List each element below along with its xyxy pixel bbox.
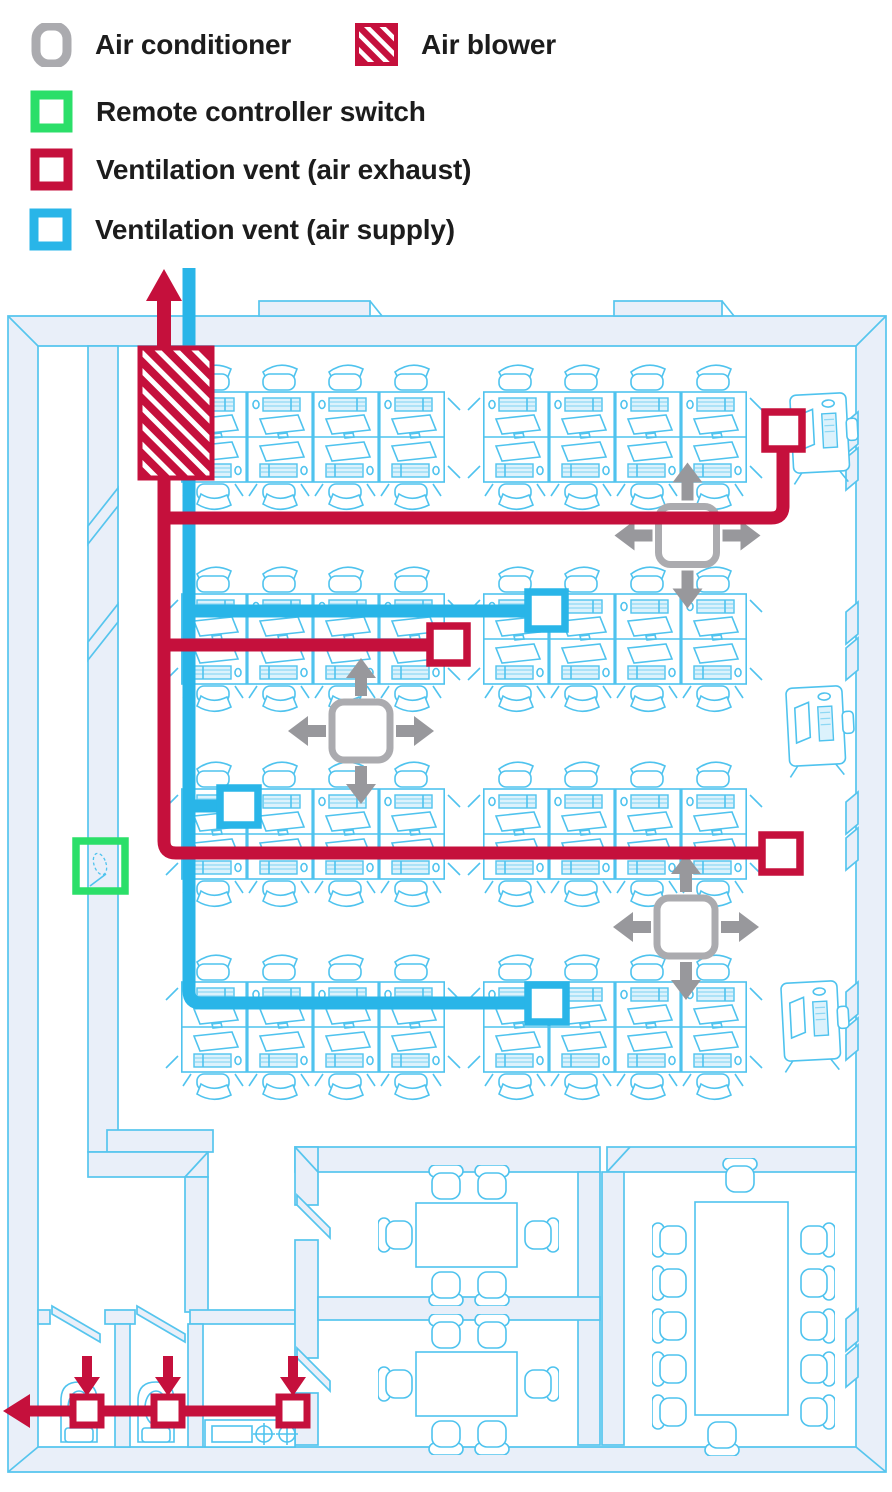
conference-table bbox=[694, 1201, 789, 1416]
desk-cluster bbox=[467, 762, 763, 906]
sink bbox=[211, 1425, 253, 1443]
stall-door bbox=[51, 1304, 101, 1344]
corridor-wall bbox=[87, 345, 119, 1153]
legend-label: Remote controller switch bbox=[96, 95, 426, 127]
printer-stations bbox=[781, 392, 861, 1072]
exhaust-out-arrow-up bbox=[146, 269, 182, 352]
exhaust-vent bbox=[150, 1393, 186, 1429]
exhaust-down-arrow bbox=[155, 1356, 181, 1396]
remote-controller-switch bbox=[72, 837, 129, 895]
exhaust-down-arrow bbox=[74, 1356, 100, 1396]
exhaust-vent bbox=[69, 1393, 105, 1429]
stall-door bbox=[136, 1304, 186, 1344]
desk-cluster bbox=[165, 762, 461, 906]
exhaust-vent bbox=[275, 1393, 311, 1429]
exhaust-vents bbox=[69, 408, 806, 1429]
large-meeting-room bbox=[652, 1158, 835, 1456]
legend-item-ventilation-vent-exhaust: Ventilation vent (air exhaust) bbox=[30, 148, 471, 191]
office-workstations bbox=[165, 365, 763, 1099]
exhaust-vent bbox=[426, 622, 471, 667]
remote-controller-switch-icon bbox=[30, 90, 73, 133]
legend-label: Air conditioner bbox=[95, 29, 292, 60]
supply-vents bbox=[216, 588, 570, 1026]
legend-label: Ventilation vent (air supply) bbox=[95, 213, 455, 245]
kitchenette bbox=[204, 1419, 298, 1448]
air-blower-icon bbox=[355, 23, 398, 66]
stove-burners bbox=[253, 1423, 298, 1445]
top-wall-notch bbox=[613, 300, 735, 317]
supply-vent bbox=[216, 784, 262, 829]
legend-item-air-blower: Air blower bbox=[355, 23, 556, 66]
exhaust-vent bbox=[758, 831, 804, 876]
meeting-table bbox=[415, 1202, 518, 1268]
legend-item-air-conditioner: Air conditioner bbox=[30, 23, 291, 67]
printer-station bbox=[781, 980, 852, 1072]
legend-item-remote-controller-switch: Remote controller switch bbox=[30, 90, 426, 133]
supply-vent-icon bbox=[29, 208, 72, 251]
desk-cluster bbox=[165, 955, 461, 1099]
printer-station bbox=[786, 685, 857, 777]
desk-cluster bbox=[467, 955, 763, 1099]
exhaust-ducts bbox=[3, 269, 790, 1428]
desk-cluster bbox=[467, 567, 763, 711]
exhaust-down-arrow bbox=[280, 1356, 306, 1396]
wall-fixture bbox=[89, 852, 108, 887]
exhaust-out-arrow-left bbox=[3, 1394, 30, 1428]
supply-vent bbox=[524, 588, 569, 633]
exhaust-vent bbox=[761, 408, 806, 453]
top-wall-notch bbox=[258, 300, 383, 317]
supply-vent bbox=[524, 981, 570, 1026]
legend-item-ventilation-vent-supply: Ventilation vent (air supply) bbox=[29, 208, 455, 251]
right-wall-windows bbox=[845, 410, 859, 1389]
small-meeting-room-a bbox=[378, 1165, 559, 1306]
small-meeting-room-b bbox=[378, 1314, 559, 1455]
room-door bbox=[296, 1192, 331, 1241]
room-door bbox=[296, 1345, 331, 1394]
exhaust-vent-icon bbox=[30, 148, 73, 191]
legend-label: Ventilation vent (air exhaust) bbox=[96, 153, 472, 185]
lobby-walls bbox=[87, 1129, 214, 1313]
desk-cluster bbox=[467, 365, 763, 509]
legend-label: Air blower bbox=[421, 28, 556, 60]
meeting-table bbox=[415, 1351, 518, 1417]
air-conditioner-icon bbox=[31, 23, 72, 67]
air-conditioners bbox=[288, 463, 761, 1001]
air-blower bbox=[137, 345, 215, 481]
